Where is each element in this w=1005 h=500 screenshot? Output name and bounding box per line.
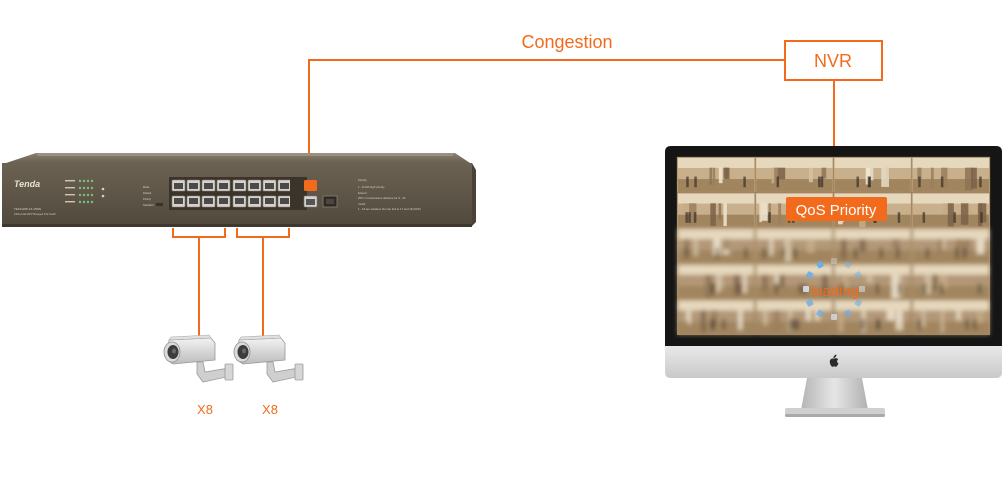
port-bracket-left: [172, 228, 226, 238]
camera-feed-tile: [754, 156, 834, 193]
camera-feed-tile: [833, 263, 913, 300]
switch-mode-panel: Mode Default Priority Standard: [143, 185, 163, 207]
switch-led-panel: [65, 180, 75, 203]
camera-feed-tile: [911, 263, 991, 300]
qos-priority-label: QoS Priority: [796, 202, 877, 219]
spinner-dot: [854, 299, 862, 307]
spinner-dot: [806, 271, 814, 279]
spinner-dot: [854, 271, 862, 279]
camera-feed-tile: [833, 227, 913, 265]
camera-count-label: X8: [197, 402, 213, 417]
spinner-dot: [859, 286, 865, 292]
loading-label: loading: [811, 283, 859, 300]
poe-switch: Tenda TEF1118P-16-150W 16FE+1GE/1SFP Man…: [2, 153, 476, 227]
switch-model-text: TEF1118P-16-150W: [14, 207, 41, 211]
svg-text:1 - 16 are isolated, but can l: 1 - 16 are isolated, but can link to 17 …: [358, 207, 421, 211]
spinner-dot: [831, 314, 837, 320]
spinner-dot: [816, 309, 824, 317]
camera-feed-grid: [676, 156, 991, 336]
monitor-stand: [801, 378, 868, 410]
camera-group-left: X8: [163, 334, 234, 417]
spinner-dot: [844, 309, 852, 317]
cctv-camera-icon: [163, 334, 234, 383]
loading-spinner-icon: [803, 258, 865, 320]
svg-text:Priority: Priority: [143, 197, 152, 201]
camera-feed-tile: [833, 299, 913, 336]
svg-text:Priority: Priority: [358, 178, 367, 182]
camera-feed-tile: [911, 192, 991, 229]
camera-feed-tile: [676, 299, 756, 336]
svg-text:Mode: Mode: [143, 185, 150, 189]
nvr-label: NVR: [814, 51, 852, 71]
monitor: [665, 146, 1002, 417]
switch-led-indicators: [78, 179, 105, 204]
apple-icon: [829, 354, 839, 367]
port-bracket-right: [236, 228, 290, 238]
qos-priority-badge: QoS Priority: [786, 197, 887, 221]
cctv-camera-icon: [233, 334, 304, 383]
camera-feed-tile: [754, 263, 834, 300]
svg-text:Standard: Standard: [143, 203, 154, 207]
svg-text:VLAN: VLAN: [358, 202, 365, 206]
uplink-port-highlight: [304, 180, 317, 191]
svg-text:Default: Default: [143, 191, 151, 195]
camera-feed-tile: [754, 299, 834, 336]
spinner-dot: [803, 286, 809, 292]
camera-feed-tile: [911, 156, 991, 193]
camera-feed-tile: [754, 227, 834, 265]
spinner-dot: [844, 261, 852, 269]
switch-subtitle-text: 16FE+1GE/1SFP Managed PoE Switch: [14, 213, 57, 216]
connection-lines: [172, 59, 835, 336]
switch-sfp-ports: [322, 195, 338, 208]
congestion-label: Congestion: [521, 32, 612, 52]
camera-feed-tile: [911, 299, 991, 336]
switch-priority-note: Priority 1 - 8 with high priority Extend…: [358, 178, 421, 211]
camera-feed-tile: [676, 192, 756, 229]
spinner-dot: [806, 299, 814, 307]
nvr-box: NVR: [784, 40, 883, 81]
camera-feed-tile: [676, 227, 756, 265]
svg-text:Extend: Extend: [358, 191, 367, 195]
camera-feed-tile: [833, 156, 913, 193]
switch-brand-logo: Tenda: [14, 179, 40, 189]
switch-to-nvr-link: [308, 59, 785, 182]
svg-text:250 m transmission distance fo: 250 m transmission distance for 9 - 16: [358, 196, 406, 200]
spinner-dot: [831, 258, 837, 264]
camera-feed-tile: [911, 227, 991, 265]
svg-text:1 - 8 with high priority: 1 - 8 with high priority: [358, 185, 385, 189]
camera-feed-tile: [676, 156, 756, 193]
spinner-dot: [816, 261, 824, 269]
camera-feed-tile: [676, 263, 756, 300]
camera-count-label: X8: [262, 402, 278, 417]
camera-group-right: X8: [233, 334, 304, 417]
switch-ethernet-ports: [169, 177, 307, 210]
